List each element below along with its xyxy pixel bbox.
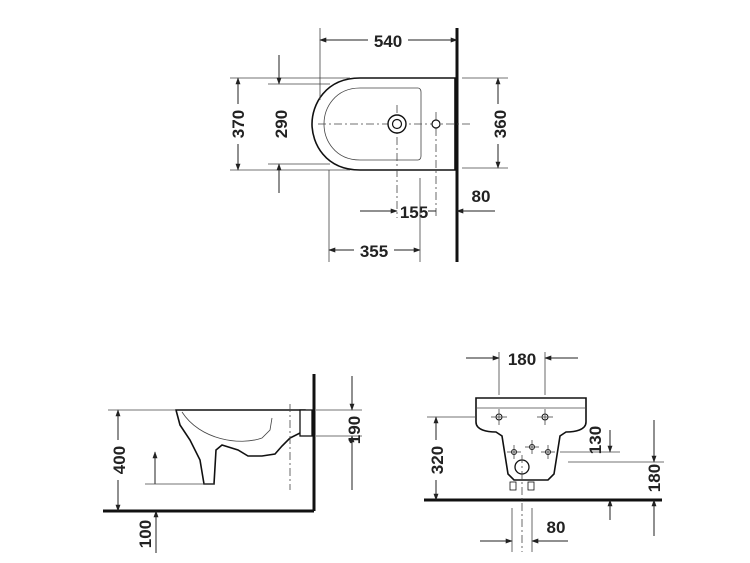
dim-155-label: 155 bbox=[400, 203, 428, 222]
dim-180-right-label: 180 bbox=[645, 464, 664, 492]
top-tap-hole bbox=[431, 119, 441, 129]
dim-190-label: 190 bbox=[345, 416, 364, 444]
top-inner-basin bbox=[323, 87, 422, 161]
side-mount-block bbox=[299, 409, 313, 437]
front-lower-fixings bbox=[507, 440, 555, 459]
dim-320-label: 320 bbox=[428, 446, 447, 474]
side-bowl-profile bbox=[174, 409, 309, 485]
top-view: 540 370 290 360 155 80 355 bbox=[229, 28, 510, 262]
top-drain-hole-inner bbox=[391, 118, 403, 130]
front-body-outline bbox=[475, 397, 587, 481]
dim-540-label: 540 bbox=[374, 32, 402, 51]
dim-355-label: 355 bbox=[360, 242, 388, 261]
front-upper-fixing-left bbox=[491, 409, 507, 425]
dim-130-label: 130 bbox=[586, 426, 605, 454]
dim-370-label: 370 bbox=[229, 110, 248, 138]
dim-80-top-label: 80 bbox=[472, 187, 491, 206]
side-view: 400 190 100 bbox=[103, 374, 364, 553]
dim-290-label: 290 bbox=[272, 110, 291, 138]
front-view: 180 320 130 180 80 bbox=[424, 350, 664, 552]
side-bowl-inner bbox=[181, 411, 273, 442]
front-upper-fixing-right bbox=[537, 409, 553, 425]
dim-400-label: 400 bbox=[110, 446, 129, 474]
dim-180-top-label: 180 bbox=[508, 350, 536, 369]
dim-80-bottom-label: 80 bbox=[547, 518, 566, 537]
dim-100-label: 100 bbox=[136, 520, 155, 548]
dim-360-label: 360 bbox=[491, 110, 510, 138]
